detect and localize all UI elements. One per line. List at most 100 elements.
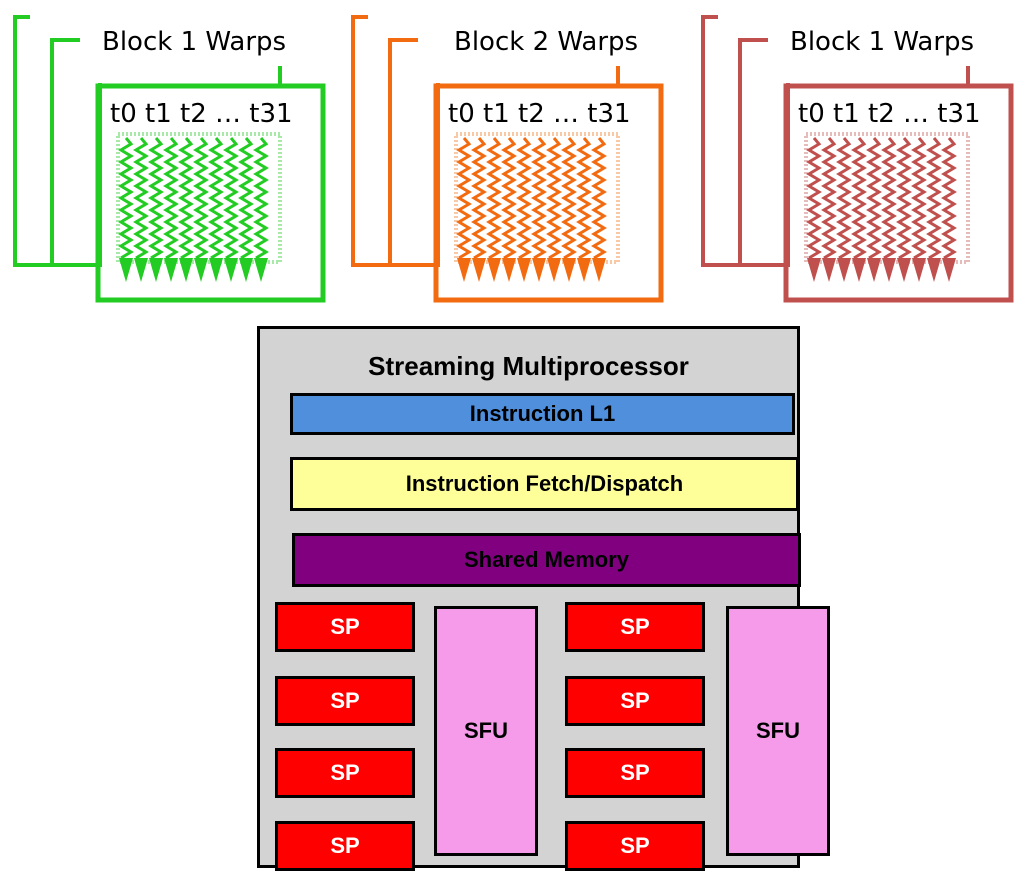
thread-arrowhead <box>179 258 193 282</box>
thread-squiggle <box>456 137 472 260</box>
thread-squiggle <box>193 137 209 260</box>
thread-squiggle <box>576 137 592 260</box>
thread-squiggle <box>836 137 852 260</box>
thread-arrowhead <box>119 258 133 282</box>
instruction-l1: Instruction L1 <box>290 393 795 435</box>
thread-arrowhead <box>912 258 926 282</box>
thread-arrowhead <box>547 258 561 282</box>
back-frame <box>351 15 440 267</box>
back-frame <box>13 15 102 267</box>
thread-squiggle <box>516 137 532 260</box>
streaming-multiprocessor: Streaming Multiprocessor Instruction L1 … <box>257 326 830 871</box>
thread-arrowhead <box>532 258 546 282</box>
front-frame <box>783 83 1014 303</box>
sp-unit: SP <box>275 748 415 798</box>
warp-guide <box>116 132 282 264</box>
thread-arrowhead <box>487 258 501 282</box>
sp-unit: SP <box>565 748 705 798</box>
warp-title: Block 2 Warps <box>454 27 638 57</box>
front-frame <box>95 83 326 303</box>
thread-arrowhead <box>942 258 956 282</box>
thread-squiggle <box>253 137 269 260</box>
sp-unit: SP <box>565 821 705 871</box>
thread-arrowhead <box>807 258 821 282</box>
warp-guide <box>454 132 620 264</box>
thread-squiggle <box>133 137 149 260</box>
thread-squiggle <box>866 137 882 260</box>
thread-arrowhead <box>472 258 486 282</box>
thread-arrowhead <box>927 258 941 282</box>
thread-squiggles <box>454 132 620 282</box>
warp-title: Block 1 Warps <box>790 27 974 57</box>
thread-squiggle <box>118 137 134 260</box>
middle-frame <box>50 38 100 267</box>
thread-squiggles <box>804 132 970 282</box>
thread-blocks: Block 1 Warps t0 t1 t2 … t31 Block 2 War… <box>13 15 1014 303</box>
sp-unit: SP <box>565 602 705 652</box>
thread-label: t0 t1 t2 … t31 <box>798 99 981 129</box>
thread-label: t0 t1 t2 … t31 <box>448 99 631 129</box>
thread-squiggle <box>148 137 164 260</box>
thread-arrowhead <box>517 258 531 282</box>
warp-block: Block 1 Warps t0 t1 t2 … t31 <box>13 15 326 303</box>
sp-unit: SP <box>275 676 415 726</box>
sp-unit: SP <box>275 602 415 652</box>
thread-arrowhead <box>867 258 881 282</box>
front-frame <box>433 83 664 303</box>
thread-arrowhead <box>209 258 223 282</box>
thread-arrowhead <box>164 258 178 282</box>
thread-arrowhead <box>254 258 268 282</box>
thread-squiggle <box>208 137 224 260</box>
thread-squiggle <box>471 137 487 260</box>
thread-squiggle <box>821 137 837 260</box>
thread-arrowhead <box>882 258 896 282</box>
thread-squiggle <box>851 137 867 260</box>
middle-frame <box>738 38 788 267</box>
thread-arrowhead <box>239 258 253 282</box>
thread-squiggle <box>531 137 547 260</box>
thread-squiggle <box>591 137 607 260</box>
thread-squiggle <box>163 137 179 260</box>
thread-squiggle <box>546 137 562 260</box>
thread-label: t0 t1 t2 … t31 <box>110 99 293 129</box>
thread-arrowhead <box>502 258 516 282</box>
thread-arrowhead <box>194 258 208 282</box>
thread-squiggle <box>941 137 957 260</box>
thread-squiggle <box>501 137 517 260</box>
thread-squiggle <box>486 137 502 260</box>
thread-arrowhead <box>562 258 576 282</box>
thread-squiggle <box>881 137 897 260</box>
sfu-unit: SFU <box>726 606 830 856</box>
thread-squiggle <box>911 137 927 260</box>
sm-title: Streaming Multiprocessor <box>368 351 689 381</box>
sfu-unit: SFU <box>434 606 538 856</box>
thread-arrowhead <box>897 258 911 282</box>
sp-unit: SP <box>275 821 415 871</box>
warp-guide <box>804 132 970 264</box>
thread-arrowhead <box>837 258 851 282</box>
instruction-fetch-dispatch: Instruction Fetch/Dispatch <box>290 457 799 511</box>
thread-squiggle <box>223 137 239 260</box>
thread-arrowhead <box>149 258 163 282</box>
thread-squiggles <box>116 132 282 282</box>
thread-squiggle <box>896 137 912 260</box>
thread-squiggle <box>926 137 942 260</box>
thread-arrowhead <box>457 258 471 282</box>
warp-block: Block 1 Warps t0 t1 t2 … t31 <box>701 15 1014 303</box>
thread-arrowhead <box>852 258 866 282</box>
middle-frame <box>388 38 438 267</box>
thread-arrowhead <box>592 258 606 282</box>
warp-block: Block 2 Warps t0 t1 t2 … t31 <box>351 15 664 303</box>
thread-squiggle <box>806 137 822 260</box>
thread-arrowhead <box>134 258 148 282</box>
thread-squiggle <box>178 137 194 260</box>
sp-unit: SP <box>565 676 705 726</box>
thread-arrowhead <box>822 258 836 282</box>
warp-title: Block 1 Warps <box>102 27 286 57</box>
thread-squiggle <box>238 137 254 260</box>
thread-arrowhead <box>224 258 238 282</box>
shared-memory: Shared Memory <box>292 533 801 587</box>
thread-arrowhead <box>577 258 591 282</box>
back-frame <box>701 15 790 267</box>
thread-squiggle <box>561 137 577 260</box>
